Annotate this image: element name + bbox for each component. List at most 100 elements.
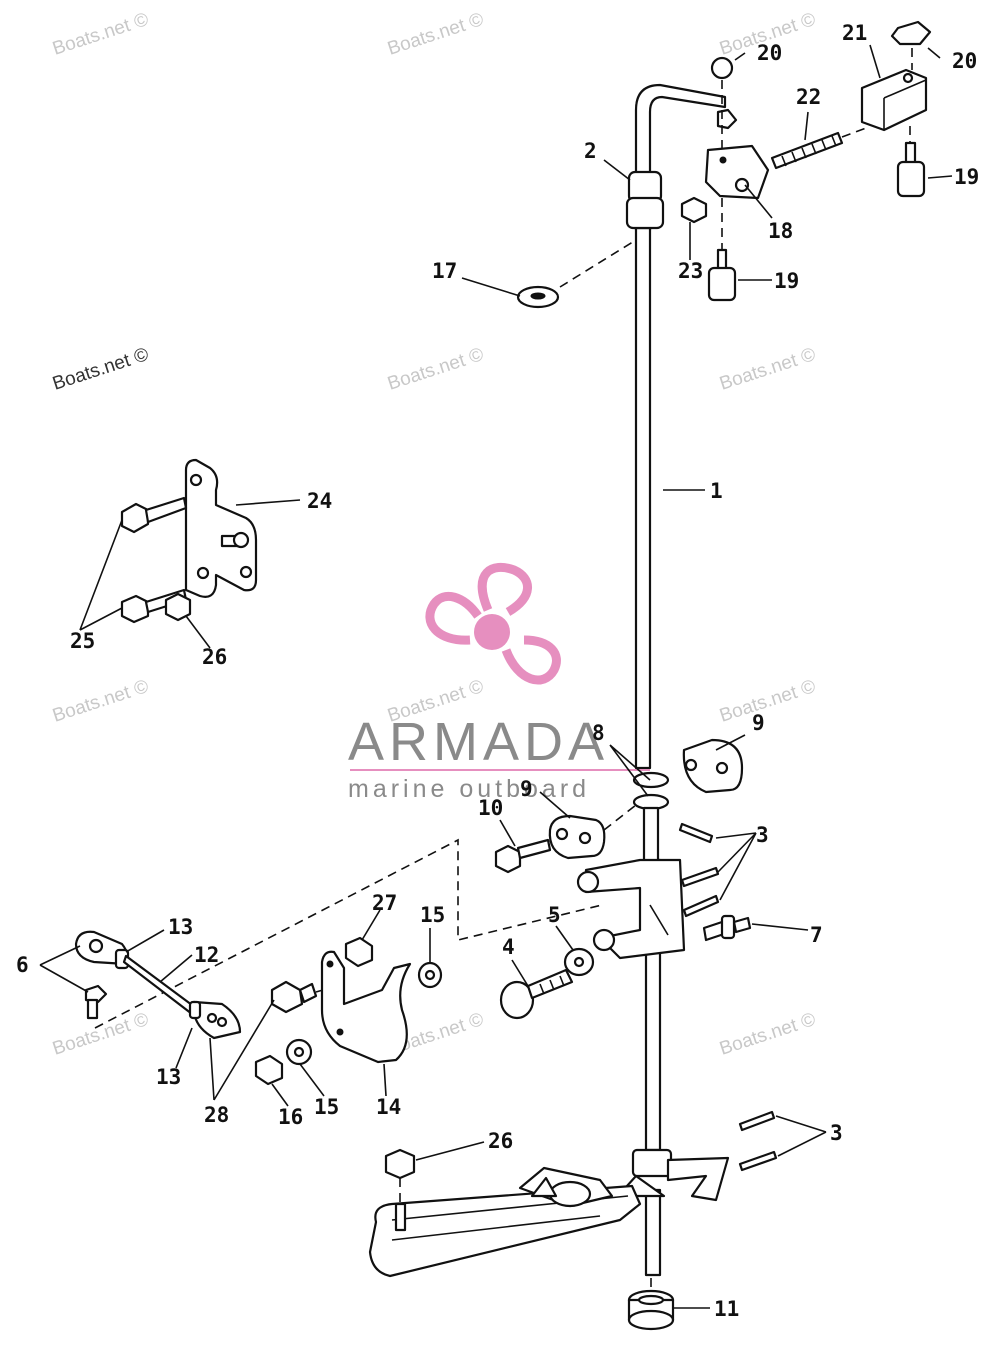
brand-name: ARMADA xyxy=(348,712,609,772)
nut-26-bracket xyxy=(164,592,192,622)
grommet-11 xyxy=(627,1289,675,1331)
screw-19-lower xyxy=(707,248,737,302)
nut-20 xyxy=(710,56,734,80)
callout-18: 18 xyxy=(768,219,793,243)
e-clip-hole xyxy=(530,292,546,300)
stud-lower xyxy=(394,1202,407,1232)
lever-arm xyxy=(576,858,686,960)
callout-1: 1 xyxy=(710,479,723,503)
main-shaft xyxy=(634,83,727,1277)
callout-22: 22 xyxy=(796,85,821,109)
nut-20-right xyxy=(890,20,932,46)
callout-5: 5 xyxy=(548,903,561,927)
screw-10 xyxy=(494,838,552,874)
callout-labels: 1 2 17 18 20 20 21 22 23 19 19 24 25 26 … xyxy=(16,21,979,1321)
mounting-bracket xyxy=(184,458,258,598)
e-clip-guide xyxy=(559,239,637,288)
callout-27: 27 xyxy=(372,891,397,915)
watermark: Boats.net © xyxy=(50,1009,151,1060)
callout-15: 15 xyxy=(314,1095,339,1119)
roll-pin xyxy=(738,1150,778,1172)
watermark: Boats.net © xyxy=(717,676,818,727)
propeller-hub xyxy=(474,614,510,650)
callout-17: 17 xyxy=(432,259,457,283)
shaft-collar xyxy=(625,170,665,230)
callout-12: 12 xyxy=(194,943,219,967)
watermark: Boats.net © xyxy=(385,344,486,395)
callout-26: 26 xyxy=(202,645,227,669)
callout-20: 20 xyxy=(952,49,977,73)
callout-20: 20 xyxy=(757,41,782,65)
roll-pin xyxy=(680,866,720,888)
callout-8: 8 xyxy=(592,721,605,745)
callout-26: 26 xyxy=(488,1129,513,1153)
propeller-blade xyxy=(501,635,561,685)
callout-13: 13 xyxy=(156,1065,181,1089)
clamp-half-right xyxy=(682,738,744,794)
guide xyxy=(94,838,603,1029)
callout-9: 9 xyxy=(752,711,765,735)
ball-stud-6 xyxy=(84,984,108,1020)
callout-6: 6 xyxy=(16,953,29,977)
link-block xyxy=(704,144,770,200)
callout-7: 7 xyxy=(810,923,823,947)
callout-4: 4 xyxy=(502,935,515,959)
shaft-washers xyxy=(632,771,670,865)
nut-16 xyxy=(254,1054,284,1086)
washer-5-hole xyxy=(573,956,585,968)
callout-3: 3 xyxy=(756,823,769,847)
callout-14: 14 xyxy=(376,1095,401,1119)
nut-26-lower xyxy=(384,1148,416,1180)
callout-15: 15 xyxy=(420,903,445,927)
callout-11: 11 xyxy=(714,1297,739,1321)
callout-23: 23 xyxy=(678,259,703,283)
ball-stud-28 xyxy=(270,980,318,1014)
callout-24: 24 xyxy=(307,489,332,513)
clamp-half-left xyxy=(548,814,606,860)
washer-15-left-hole xyxy=(293,1046,305,1058)
callout-19: 19 xyxy=(774,269,799,293)
watermark: Boats.net © xyxy=(717,344,818,395)
throttle-cam xyxy=(320,950,412,1064)
roll-pin xyxy=(682,894,720,918)
washer-15-right-hole xyxy=(424,969,436,981)
stud-7 xyxy=(702,914,752,942)
rod-end-right xyxy=(188,1000,242,1040)
connector-block xyxy=(860,68,928,132)
base-lever xyxy=(368,1166,642,1278)
callout-19: 19 xyxy=(954,165,979,189)
callout-16: 16 xyxy=(278,1105,303,1129)
watermark: Boats.net © xyxy=(50,676,151,727)
callout-21: 21 xyxy=(842,21,867,45)
brand-logo: ARMADA marine outboard xyxy=(348,562,650,803)
lock-nut-23 xyxy=(680,196,708,224)
rod-end-left xyxy=(74,930,130,970)
threaded-stud xyxy=(770,131,844,170)
nut-27 xyxy=(344,936,374,968)
leader-lines xyxy=(39,44,953,1309)
watermark: Boats.net © xyxy=(385,9,486,60)
screw-19-upper xyxy=(896,141,926,198)
watermark: Boats.net © xyxy=(717,1009,818,1060)
brand-tagline: marine outboard xyxy=(348,775,590,803)
propeller-icon xyxy=(425,562,561,685)
link-rod xyxy=(122,954,198,1016)
propeller-blade xyxy=(425,591,482,645)
roll-pin xyxy=(738,1110,776,1132)
thumb-screw xyxy=(499,968,574,1020)
callout-2: 2 xyxy=(584,139,597,163)
guide xyxy=(841,127,867,138)
watermark: Boats.net © xyxy=(50,344,151,395)
callout-9: 9 xyxy=(520,777,533,801)
callout-28: 28 xyxy=(204,1103,229,1127)
guide xyxy=(603,804,637,831)
bolt-upper xyxy=(120,496,188,534)
callout-10: 10 xyxy=(478,796,503,820)
roll-pin xyxy=(678,822,714,844)
callout-25: 25 xyxy=(70,629,95,653)
propeller-blade xyxy=(477,562,532,616)
callout-3: 3 xyxy=(830,1121,843,1145)
brand-divider xyxy=(350,769,650,771)
watermark: Boats.net © xyxy=(50,9,151,60)
